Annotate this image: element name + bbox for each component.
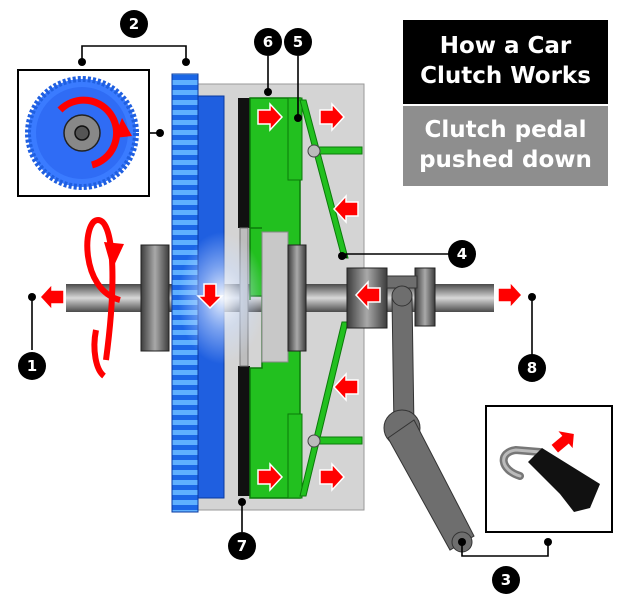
- svg-text:7: 7: [237, 537, 247, 555]
- subtitle-line-1: Clutch pedal: [424, 117, 587, 143]
- callout-5: 5: [284, 28, 312, 56]
- fork-pivot: [391, 285, 413, 307]
- callout-1: 1: [18, 352, 46, 380]
- pressure-plate-hub: [287, 244, 307, 352]
- friction-lining-top: [238, 98, 250, 228]
- force-arrow: [257, 462, 284, 492]
- force-arrow: [332, 372, 359, 402]
- callout-2: 2: [120, 10, 148, 38]
- subtitle-line-2: pushed down: [419, 147, 592, 173]
- title-line-1: How a Car: [439, 33, 572, 59]
- rotation-arrow-tail: [91, 329, 107, 379]
- contact-glow: [178, 232, 266, 364]
- svg-text:1: 1: [27, 357, 37, 375]
- pivot-bottom: [307, 434, 321, 448]
- callout-4: 4: [448, 240, 476, 268]
- release-fork: [391, 297, 415, 429]
- subtitle-box: Clutch pedal pushed down: [403, 106, 608, 186]
- force-arrow: [257, 102, 284, 132]
- friction-lining-bottom: [238, 366, 250, 496]
- callout-8: 8: [518, 354, 546, 382]
- rotation-arrow: [84, 216, 122, 361]
- spring-lip-bottom: [287, 413, 303, 499]
- force-arrow: [196, 283, 224, 310]
- force-arrow: [354, 280, 381, 310]
- title-box: How a Car Clutch Works: [403, 20, 608, 104]
- spring-lip-top: [287, 97, 303, 181]
- leader-dots: [28, 58, 552, 546]
- foot-on-pedal-icon: [499, 431, 600, 512]
- bearing-collar: [414, 267, 436, 327]
- disc-center-hub: [261, 231, 289, 363]
- svg-text:4: 4: [457, 245, 467, 263]
- flywheel-hub: [140, 244, 170, 352]
- svg-text:3: 3: [501, 571, 511, 589]
- diaphragm-lever-top: [299, 99, 349, 259]
- force-arrow: [319, 102, 346, 132]
- force-arrow: [332, 194, 359, 224]
- title-line-2: Clutch Works: [420, 63, 591, 89]
- callout-3: 3: [492, 566, 520, 594]
- svg-text:5: 5: [293, 33, 303, 51]
- callout-6: 6: [254, 28, 282, 56]
- force-arrows: [38, 102, 524, 492]
- svg-text:8: 8: [527, 359, 537, 377]
- rotation-arrow-head: [104, 242, 124, 270]
- force-arrow: [319, 462, 346, 492]
- leader-lines: [31, 45, 549, 557]
- force-arrow: [38, 282, 65, 312]
- callout-7: 7: [228, 532, 256, 560]
- pedal-rod: [387, 419, 475, 551]
- rotating-flywheel-icon: [25, 76, 139, 190]
- svg-text:6: 6: [263, 33, 273, 51]
- svg-text:2: 2: [129, 15, 139, 33]
- force-arrow: [497, 280, 524, 310]
- pivot-top: [307, 144, 321, 158]
